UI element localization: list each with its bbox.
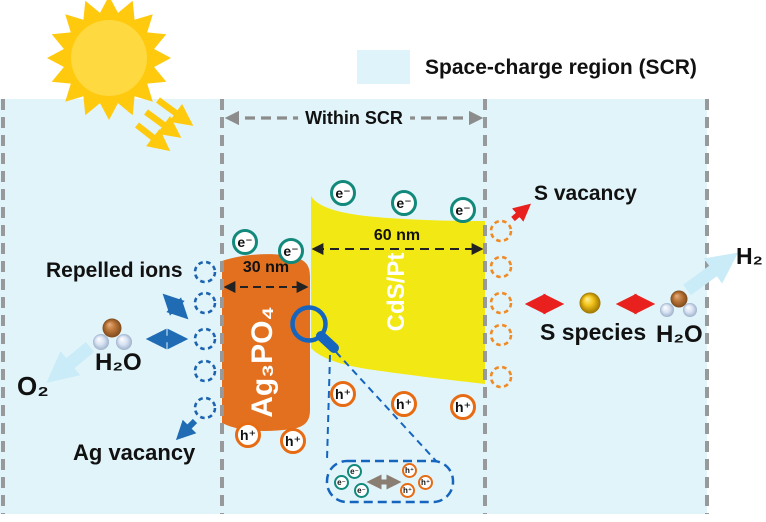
hole-badge: h⁺ bbox=[280, 428, 306, 454]
electron-badge: e⁻ bbox=[347, 464, 362, 479]
hole-badge: h⁺ bbox=[418, 475, 433, 490]
sun-icon bbox=[47, 0, 171, 120]
cdspt-width-label: 60 nm bbox=[373, 227, 421, 244]
hole-badge: h⁺ bbox=[400, 483, 415, 498]
ag-vacancy-label: Ag vacancy bbox=[73, 440, 196, 465]
light-rays-icon bbox=[134, 97, 194, 152]
electron-badge: e⁻ bbox=[330, 180, 356, 206]
repelled-ion-arrows bbox=[145, 293, 189, 350]
hole-badge: h⁺ bbox=[330, 381, 356, 407]
scr-boundary-lines bbox=[1, 99, 709, 514]
hole-badge: h⁺ bbox=[391, 391, 417, 417]
electron-badge: e⁻ bbox=[278, 238, 304, 264]
legend-swatch bbox=[357, 50, 410, 84]
s-vacancy-arrow bbox=[511, 203, 532, 222]
hole-badge: h⁺ bbox=[402, 463, 417, 478]
repelled-ions-label: Repelled ions bbox=[46, 259, 183, 282]
hydrogen-evolution-arrow bbox=[683, 252, 739, 296]
magnifier-callout-lines bbox=[326, 351, 438, 463]
agpo-slab-label: Ag₃PO₄ bbox=[246, 306, 279, 418]
water-left-label: H₂O bbox=[95, 349, 142, 376]
sulfur-atom-icon bbox=[579, 292, 601, 314]
hole-badge: h⁺ bbox=[235, 422, 261, 448]
s-vacancy-circles bbox=[489, 219, 513, 389]
electron-badge: e⁻ bbox=[334, 475, 349, 490]
electron-badge: e⁻ bbox=[391, 190, 417, 216]
within-scr-label: Within SCR bbox=[298, 107, 410, 129]
ag-vacancy-arrow bbox=[175, 418, 198, 441]
legend-label: Space-charge region (SCR) bbox=[425, 56, 697, 79]
water-molecule-left-icon bbox=[93, 318, 132, 350]
hole-badge: h⁺ bbox=[450, 394, 476, 420]
cdspt-slab-label: CdS/Pt bbox=[383, 252, 410, 332]
electron-badge: e⁻ bbox=[232, 229, 258, 255]
s-species-label: S species bbox=[540, 319, 647, 345]
electron-badge: e⁻ bbox=[354, 483, 369, 498]
magnifier-icon bbox=[290, 305, 339, 353]
oxygen-label: O₂ bbox=[17, 371, 49, 401]
agpo-width-label: 30 nm bbox=[242, 259, 290, 276]
agpo-slab bbox=[222, 254, 310, 431]
oxygen-evolution-arrow bbox=[46, 341, 95, 383]
hydrogen-label: H₂ bbox=[736, 243, 763, 269]
electron-badge: e⁻ bbox=[450, 197, 476, 223]
water-right-label: H₂O bbox=[656, 321, 703, 348]
s-vacancy-label: S vacancy bbox=[534, 182, 637, 205]
water-molecule-right-icon bbox=[660, 290, 697, 317]
repelled-ion-circles bbox=[193, 260, 217, 420]
